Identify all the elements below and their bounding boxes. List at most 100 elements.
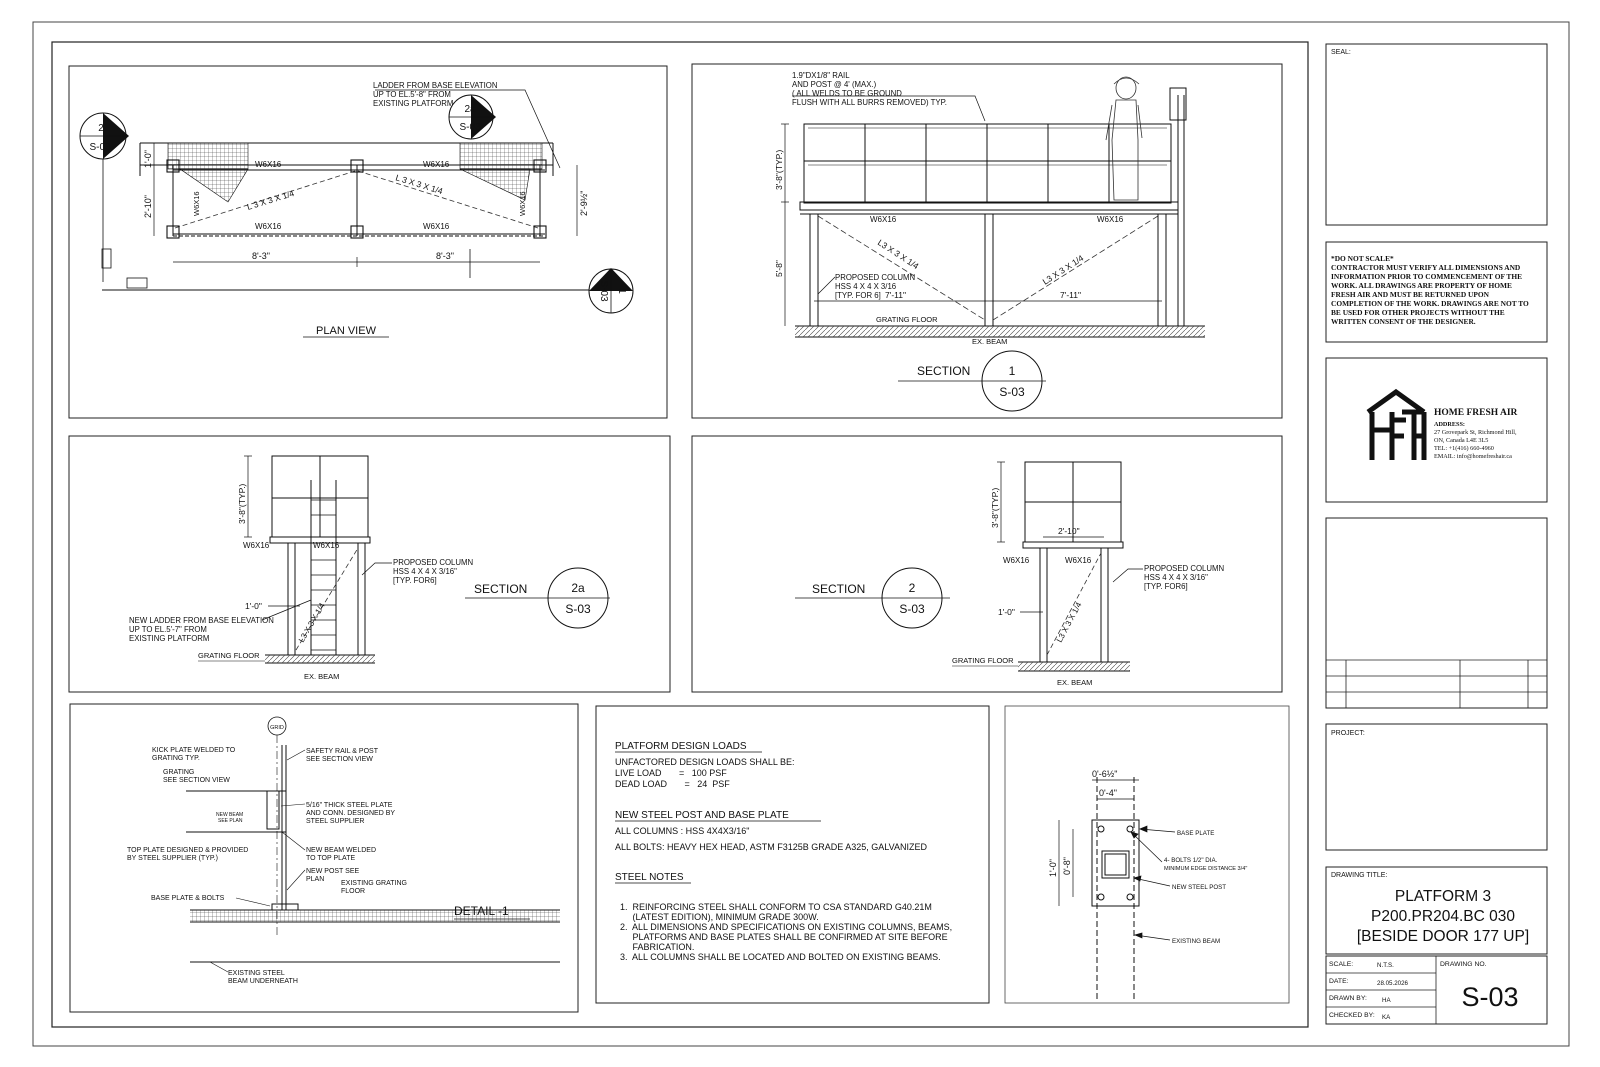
- disclaimer-line: WRITTEN CONSENT OF THE DESIGNER.: [1331, 317, 1476, 326]
- loads-line: LIVE LOAD = 100 PSF: [615, 768, 727, 778]
- detail-label: BASE PLATE & BOLTS: [151, 895, 225, 902]
- marker-number: 2a: [464, 104, 476, 115]
- seal-label: SEAL:: [1331, 49, 1351, 56]
- plan-dim: 2'-10": [143, 195, 153, 218]
- plan-beam-label: W6X16: [518, 191, 527, 216]
- marker-sheet: S-03: [89, 142, 111, 153]
- sec1-dim: 5'-8": [774, 260, 784, 277]
- plan-dim: 1'-0": [143, 150, 153, 168]
- plan-ladder-note: UP TO EL.5'-8" FROM: [373, 90, 451, 99]
- notes-heading: PLATFORM DESIGN LOADS: [615, 741, 747, 752]
- title-block: SEAL: *DO NOT SCALE* CONTRACTOR MUST VER…: [1325, 43, 1548, 1025]
- disclaimer-line: INFORMATION PRIOR TO COMMENCEMENT OF THE: [1331, 272, 1522, 281]
- notes-heading: NEW STEEL POST AND BASE PLATE: [615, 810, 789, 821]
- sec1-section-label: SECTION: [917, 364, 970, 378]
- bp-dim: 0'-4": [1099, 788, 1117, 798]
- plan-brace-label: L 3 X 3 X 1/4: [246, 188, 296, 212]
- worker-figure-icon: [1105, 76, 1143, 201]
- sec1-ex-beam: EX. BEAM: [972, 337, 1007, 346]
- section-2-panel: 3'-8"(TYP.) 2'-10" 1'-0" W6X16 W6X16 L3 …: [691, 435, 1283, 693]
- drawing-no: S-03: [1461, 982, 1518, 1012]
- disclaimer-line: FRESH AIR AND MUST BE RETURNED UPON: [1331, 290, 1490, 299]
- sec1-beam: W6X16: [1097, 215, 1124, 224]
- sec1-dim: 3'-8"(TYP.): [774, 149, 784, 190]
- steel-note: (LATEST EDITION), MINIMUM GRADE 300W.: [620, 912, 819, 922]
- sec1-beam: W6X16: [870, 215, 897, 224]
- sec2-beam: W6X16: [1065, 556, 1092, 565]
- plan-beam-label: W6X16: [255, 160, 282, 169]
- rail-note: FLUSH WITH ALL BURRS REMOVED) TYP.: [792, 98, 947, 107]
- logo-roof-icon: [1366, 388, 1426, 415]
- date-value: 28.05.2026: [1377, 980, 1409, 987]
- sec2a-dim: 1'-0": [245, 601, 262, 611]
- detail-label: NEW POST SEE: [306, 868, 359, 875]
- company-address-line: ON, Canada L4E 3L5: [1434, 437, 1488, 444]
- bp-label: EXISTING BEAM: [1172, 938, 1220, 945]
- plan-brace-label: L 3 X 3 X 1/4: [394, 172, 444, 196]
- notes-panel: PLATFORM DESIGN LOADS UNFACTORED DESIGN …: [595, 705, 990, 1004]
- checked-by-label: CHECKED BY:: [1329, 1012, 1375, 1019]
- detail-label: STEEL SUPPLIER: [306, 818, 365, 825]
- detail-label: TO TOP PLATE: [306, 855, 355, 862]
- bp-label: BASE PLATE: [1177, 830, 1214, 837]
- disclaimer-line: WORK. ALL DRAWINGS ARE PROPERTY OF HOME: [1331, 281, 1512, 290]
- bp-dim: 0'-8": [1062, 857, 1072, 875]
- notes-box: [1325, 241, 1548, 343]
- detail-label: KICK PLATE WELDED TO: [152, 747, 236, 754]
- sec2-dim: 2'-10": [1058, 526, 1080, 536]
- sec2a-beam: W6X16: [313, 541, 340, 550]
- marker-number: 2: [98, 123, 104, 134]
- logo-letters-icon: [1369, 409, 1427, 460]
- detail-label: TOP PLATE DESIGNED & PROVIDED: [127, 847, 248, 854]
- rail-note: 1.9"DX1/8" RAIL: [792, 71, 850, 80]
- company-tel: TEL: +1(416) 660-4960: [1434, 445, 1494, 452]
- detail-label: BY STEEL SUPPLIER (TYP.): [127, 855, 218, 862]
- sec2a-beam: W6X16: [243, 541, 270, 550]
- sec2a-grating: GRATING FLOOR: [198, 651, 260, 660]
- sec1-column-note: [TYP. FOR 6]: [835, 291, 881, 300]
- detail-label: BEAM UNDERNEATH: [228, 978, 298, 985]
- revision-box: [1325, 517, 1548, 709]
- sec1-brace: L3 X 3 X 1/4: [1041, 253, 1086, 287]
- sec2-dim: 3'-8"(TYP.): [990, 487, 1000, 528]
- company-name: HOME FRESH AIR: [1434, 408, 1518, 418]
- plan-beam-label: W6X16: [255, 222, 282, 231]
- drawn-by-value: HA: [1382, 997, 1391, 1004]
- detail-label: NEW BEAM WELDED: [306, 847, 376, 854]
- plan-beam-label: W6X16: [423, 222, 450, 231]
- sec2a-dim: 3'-8"(TYP.): [237, 483, 247, 524]
- detail-label: SEE PLAN: [218, 818, 243, 824]
- detail-label: SAFETY RAIL & POST: [306, 748, 379, 755]
- drawn-by-label: DRAWN BY:: [1329, 995, 1367, 1002]
- sec1-marker-sheet: S-03: [999, 385, 1025, 399]
- detail-label: AND CONN. DESIGNED BY: [306, 810, 395, 817]
- drawing-no-label: DRAWING NO.: [1440, 961, 1487, 968]
- sec2-dim: 1'-0": [998, 607, 1015, 617]
- post-line: ALL COLUMNS : HSS 4X4X3/16": [615, 826, 749, 836]
- detail-label: 5/16" THICK STEEL PLATE: [306, 802, 393, 809]
- plan-beam-label: W6X16: [423, 160, 450, 169]
- bp-label: NEW STEEL POST: [1172, 884, 1226, 891]
- detail-1-panel: GRID KICK PLATE WELDED TO GRATING TYP. G…: [69, 703, 579, 1013]
- loads-line: UNFACTORED DESIGN LOADS SHALL BE:: [615, 757, 795, 767]
- detail-label: EXISTING STEEL: [228, 970, 285, 977]
- company-address-line: 27 Grovepark St, Richmond Hill,: [1434, 429, 1517, 436]
- sec2a-ladder-note: EXISTING PLATFORM: [129, 634, 209, 643]
- loads-line: DEAD LOAD = 24 PSF: [615, 779, 730, 789]
- steel-note: 3. ALL COLUMNS SHALL BE LOCATED AND BOLT…: [620, 952, 941, 962]
- seal-box: [1325, 43, 1548, 226]
- rail-note: AND POST @ 4' (MAX.): [792, 80, 877, 89]
- detail-label: SEE SECTION VIEW: [306, 756, 373, 763]
- sec1-column-note: PROPOSED COLUMN: [835, 273, 915, 282]
- bp-label: 4- BOLTS 1/2" DIA.: [1164, 857, 1218, 864]
- company-box: [1325, 357, 1548, 503]
- sec2-marker-number: 2: [909, 581, 916, 595]
- sec2-column-note: HSS 4 X 4 X 3/16": [1144, 573, 1208, 582]
- sec2a-ladder-note: UP TO EL.5'-7" FROM: [129, 625, 207, 634]
- marker-sheet: S-03: [598, 280, 609, 302]
- project-box: [1325, 723, 1548, 851]
- sec2-column-note: PROPOSED COLUMN: [1144, 564, 1224, 573]
- plan-ladder-note: LADDER FROM BASE ELEVATION: [373, 81, 498, 90]
- company-email: EMAIL: info@homefreshair.ca: [1434, 453, 1512, 460]
- detail-label: FLOOR: [341, 888, 365, 895]
